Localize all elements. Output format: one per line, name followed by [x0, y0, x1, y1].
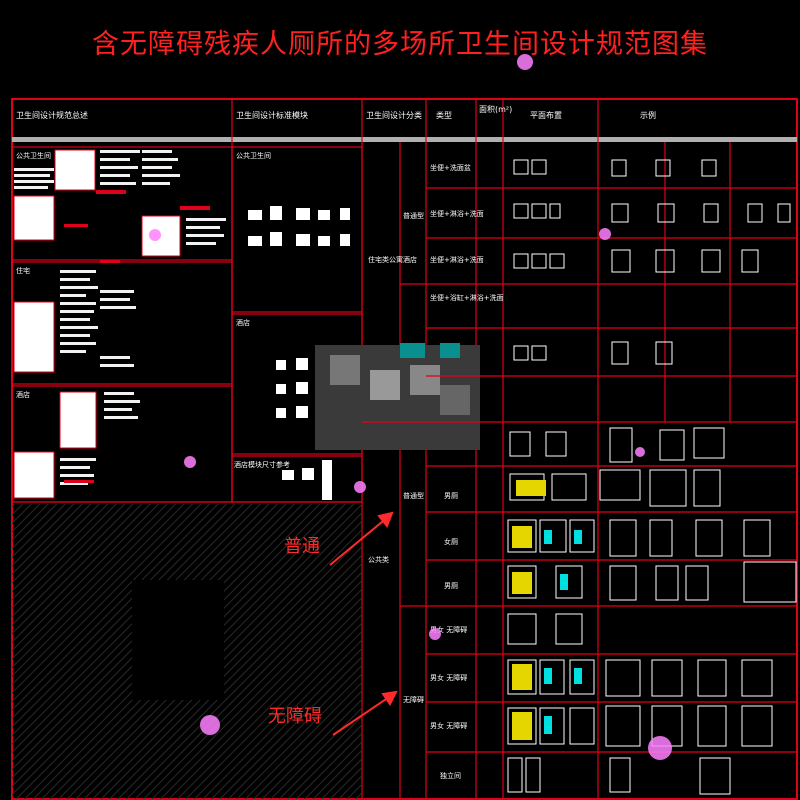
sparkle-marks	[149, 54, 672, 760]
row-type: 男厕	[444, 492, 458, 500]
row-type: 男女 无障碍	[430, 721, 467, 730]
page-title: 含无障碍残疾人厕所的多场所卫生间设计规范图集	[92, 29, 708, 60]
header-overview: 卫生间设计规范总述	[16, 110, 88, 120]
mid-section-public: 公共卫生间	[236, 151, 271, 160]
header-type: 类型	[436, 110, 452, 120]
header-area: 面积(m²)	[479, 104, 512, 114]
row-type-labels: 坐便+洗面盆 坐便+淋浴+洗面 坐便+淋浴+洗面 坐便+浴缸+淋浴+洗面 男厕 …	[430, 163, 504, 780]
annotation-accessible: 无障碍	[268, 706, 322, 727]
blurred-region	[315, 343, 480, 450]
row-type: 女厕	[444, 537, 458, 546]
example-drawings	[599, 159, 797, 795]
row-type: 坐便+淋浴+洗面	[430, 209, 484, 218]
mid-section-hotel-size: 酒店模块尺寸参考	[234, 460, 290, 469]
row-type: 坐便+浴缸+淋浴+洗面	[430, 293, 504, 302]
left-section-residential: 住宅	[16, 266, 30, 275]
layout-plan-accents	[544, 530, 582, 734]
left-section-public: 公共卫生间	[16, 151, 51, 160]
header-layout: 平面布置	[530, 110, 562, 120]
layout-plan-fills	[512, 480, 546, 740]
header-standards: 卫生间设计标准模块	[236, 110, 308, 120]
annotation-ordinary: 普通	[284, 536, 320, 557]
table-rows	[362, 142, 797, 753]
standards-fixtures	[248, 206, 350, 500]
overview-text-lines	[14, 150, 226, 485]
row-type: 独立间	[440, 771, 461, 780]
row-type: 坐便+洗面盆	[430, 163, 471, 172]
header-divider	[12, 137, 797, 142]
empty-block	[132, 580, 224, 700]
mid-section-hotel: 酒店	[236, 318, 250, 327]
subcategory-accessible: 无障碍	[403, 695, 424, 704]
overview-drawings	[13, 149, 181, 499]
row-type: 男女 无障碍	[430, 673, 467, 682]
layout-plans	[507, 159, 595, 793]
header-classification: 卫生间设计分类	[366, 110, 422, 120]
subcategory-ordinary-b: 普通型	[403, 491, 424, 500]
row-type: 男女 无障碍	[430, 625, 467, 634]
overview-grid	[11, 146, 363, 503]
left-section-hotel: 酒店	[16, 390, 30, 399]
header-example: 示例	[640, 110, 656, 120]
row-type: 男厕	[444, 582, 458, 590]
category-residential: 住宅类公寓酒店	[368, 255, 417, 264]
category-public: 公共类	[368, 555, 389, 564]
subcategory-ordinary-a: 普通型	[403, 211, 424, 220]
arrow-ordinary	[329, 511, 394, 566]
overview-red-marks	[64, 190, 210, 483]
row-type: 坐便+淋浴+洗面	[430, 255, 484, 264]
arrow-accessible	[332, 690, 398, 736]
